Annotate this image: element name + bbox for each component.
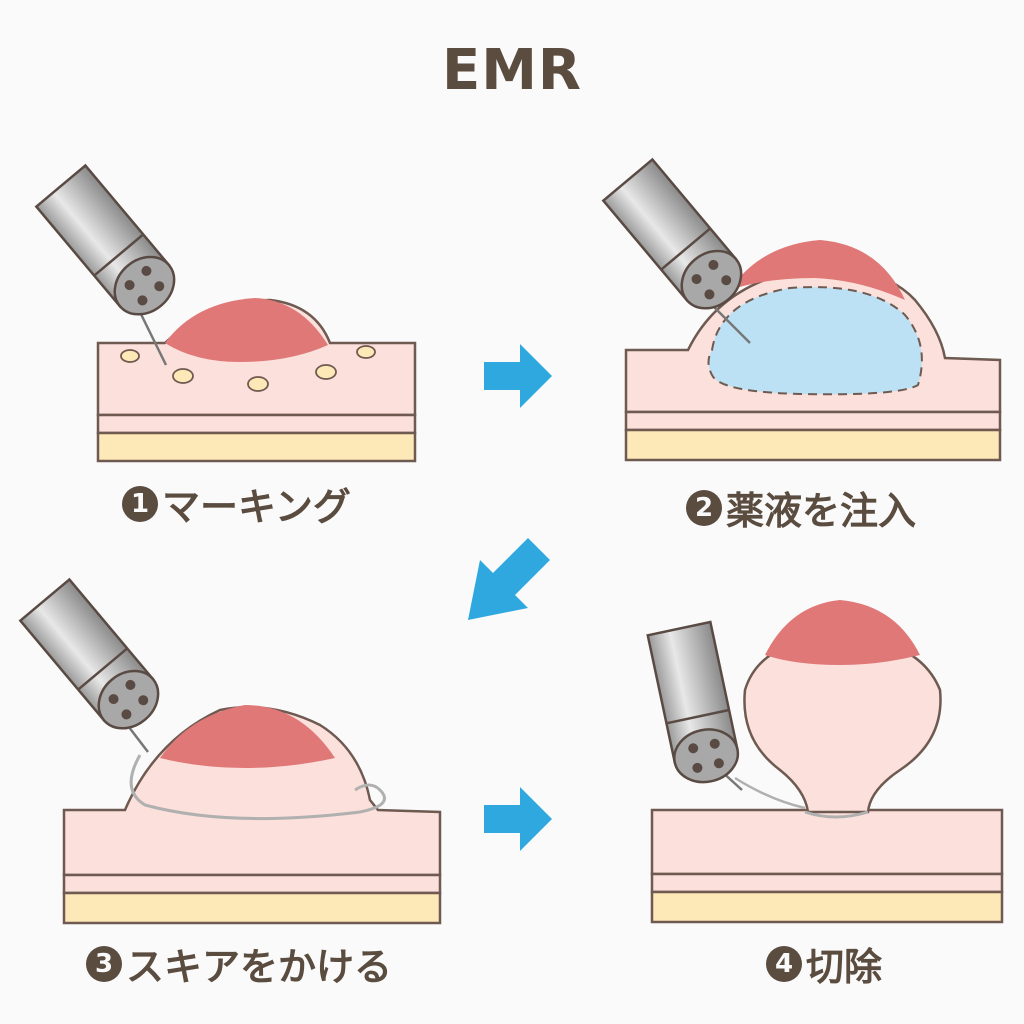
snare-wire xyxy=(129,754,386,821)
step-number: 3 xyxy=(86,945,122,982)
endoscope-icon xyxy=(646,620,745,790)
step-number: 2 xyxy=(686,489,722,526)
step-number: 4 xyxy=(766,945,802,982)
page-title: EMR xyxy=(441,38,583,103)
panel-1-marking xyxy=(35,164,417,463)
arrow-right-icon xyxy=(484,344,552,408)
tumor xyxy=(765,600,920,665)
endoscope-icon xyxy=(19,578,171,742)
step-3-caption: 3 スキアをかける xyxy=(86,936,392,991)
step-1-caption: 1 マーキング xyxy=(122,476,351,531)
arrow-right-icon xyxy=(484,787,552,851)
arrow-down-left-icon xyxy=(468,538,550,620)
step-2-caption: 2 薬液を注入 xyxy=(686,480,916,535)
panel-4-resection xyxy=(646,600,1004,924)
injected-fluid xyxy=(707,286,923,396)
tumor xyxy=(165,298,328,362)
step-label: 切除 xyxy=(806,945,883,989)
step-label: 薬液を注入 xyxy=(726,489,917,533)
panel-2-injection xyxy=(602,158,1002,462)
step-4-caption: 4 切除 xyxy=(766,936,882,991)
step-label: スキアをかける xyxy=(126,945,393,989)
tumor xyxy=(730,240,905,300)
step-label: マーキング xyxy=(162,485,351,529)
tumor xyxy=(160,705,335,768)
step-number: 1 xyxy=(122,485,158,522)
panel-3-snare xyxy=(19,578,442,925)
endoscope-icon xyxy=(35,164,187,328)
endoscope-icon xyxy=(602,158,754,322)
marking-dots xyxy=(120,345,376,392)
